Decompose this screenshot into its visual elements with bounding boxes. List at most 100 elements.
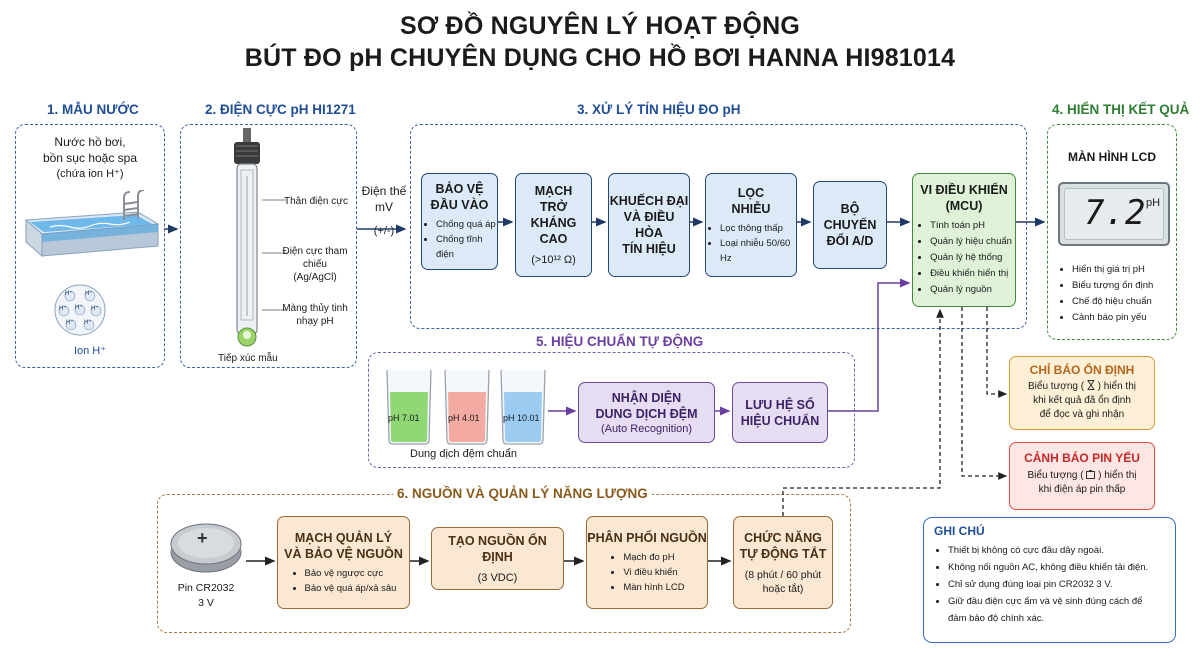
ion-glyphs: H⁺ H⁺ H⁺ H⁺ H⁺ H⁺ H⁺ <box>53 283 107 337</box>
high-impedance-title-2: TRỞ KHÁNG <box>530 200 577 230</box>
ion-glyph: H⁺ <box>65 291 73 297</box>
auto-off-block: CHỨC NĂNG TỰ ĐỘNG TẮT (8 phút / 60 phút … <box>733 516 833 609</box>
list-item: Bảo vệ ngược cực <box>305 566 397 581</box>
lcd-unit: pH <box>1146 197 1161 209</box>
label-reference-line-2: (Ag/AgCl) <box>293 272 337 283</box>
section-display <box>1047 124 1177 340</box>
list-item: Tính toán pH <box>930 218 1012 234</box>
mcu-title-2: (MCU) <box>945 199 983 213</box>
list-item: Chỉ sử dụng đúng loại pin CR2032 3 V. <box>948 576 1175 593</box>
label-reference-electrode: Điện cực tham chiếu (Ag/AgCl) <box>275 245 355 284</box>
section-title-water: 1. MẪU NƯỚC <box>47 102 139 117</box>
list-item: Mạch đo pH <box>623 550 684 565</box>
ion-glyph: H⁺ <box>59 306 67 312</box>
auto-off-detail-1: (8 phút / 60 phút <box>744 568 822 581</box>
title-line-2: BÚT ĐO pH CHUYÊN DỤNG CHO HỒ BƠI HANNA H… <box>244 44 956 72</box>
list-item: Cảnh báo pin yếu <box>1072 310 1153 326</box>
save-calibration-block: LƯU HỆ SỐ HIỆU CHUẨN <box>732 382 828 443</box>
voltage-regulator-value: (3 VDC) <box>477 571 518 584</box>
list-item: Quản lý hệ thống <box>930 250 1012 266</box>
mcu-title-1: VI ĐIỀU KHIỂN <box>920 183 1008 197</box>
auto-off-title-2: TỰ ĐỘNG TẮT <box>739 546 827 561</box>
low-battery-line-1a: Biểu tượng ( <box>1027 470 1084 481</box>
water-desc-line-1: Nước hồ bơi, <box>54 135 126 149</box>
battery-label-line-2: 3 V <box>198 597 214 609</box>
voltage-regulator-title: TẠO NGUỒN ỔN ĐỊNH <box>448 533 547 564</box>
power-management-list: Bảo vệ ngược cực Bảo vệ quá áp/xả sâu <box>291 566 397 596</box>
save-calibration-title-2: HIỆU CHUẨN <box>740 413 820 428</box>
power-management-title-2: VÀ BẢO VỆ NGUỒN <box>284 546 403 561</box>
list-item: Chống tĩnh điện <box>436 232 497 262</box>
signal-line-2: mV <box>375 200 393 214</box>
noise-filter-title-2: NHIỄU <box>731 201 771 216</box>
buffer-recognition-title-1: NHẬN DIỆN <box>611 390 682 405</box>
display-features-list: Hiển thị giá trị pH Biểu tượng ổn định C… <box>1058 262 1153 326</box>
list-item: Màn hình LCD <box>623 580 684 595</box>
mcu-block: VI ĐIỀU KHIỂN (MCU) Tính toán pH Quản lý… <box>912 173 1016 307</box>
list-item: Chế độ hiệu chuẩn <box>1072 294 1153 310</box>
section-title-power: 6. NGUỒN VÀ QUẢN LÝ NĂNG LƯỢNG <box>393 486 652 501</box>
buffer-recognition-title-2: DUNG DỊCH ĐỆM <box>595 406 698 421</box>
input-protection-title-1: BẢO VỆ <box>435 182 484 196</box>
list-item: Bảo vệ quá áp/xả sâu <box>305 581 397 596</box>
label-sample-contact: Tiếp xúc mẫu <box>218 353 278 364</box>
section-water-sample <box>15 124 165 368</box>
stability-indicator-box: CHỈ BÁO ỔN ĐỊNH Biểu tượng ( ) hiển thị … <box>1009 356 1155 430</box>
ion-glyph: H⁺ <box>84 320 92 326</box>
noise-filter-list: Lọc thông thấp Loại nhiễu 50/60 Hz <box>706 221 796 266</box>
list-item: Thiết bị không có cực đầu dây ngoài. <box>948 542 1175 559</box>
lcd-reading: 7.2 <box>1084 193 1146 233</box>
pool-illustration <box>24 190 160 258</box>
battery-label: Pin CR2032 3 V <box>168 581 244 611</box>
high-impedance-title-1: MẠCH <box>534 184 573 198</box>
high-impedance-block: MẠCH TRỞ KHÁNG CAO (>10¹² Ω) <box>515 173 592 277</box>
list-item: Quản lý nguồn <box>930 282 1012 298</box>
electrode-illustration <box>234 128 260 347</box>
lcd-screen: 7.2 pH <box>1058 182 1170 246</box>
list-item: Điều khiển hiển thị <box>930 266 1012 282</box>
signal-line-1: Điện thế <box>361 184 407 198</box>
ion-circle-icon <box>54 284 106 336</box>
beaker-label-ph4: pH 4.01 <box>448 413 480 423</box>
voltage-regulator-block: TẠO NGUỒN ỔN ĐỊNH (3 VDC) <box>431 527 564 590</box>
input-protection-block: BẢO VỆ ĐẦU VÀO Chống quá áp Chống tĩnh đ… <box>421 173 498 270</box>
list-item: Lọc thông thấp <box>720 221 796 236</box>
beaker-label-ph10: pH 10.01 <box>503 413 540 423</box>
list-item: Chống quá áp <box>436 217 497 232</box>
high-impedance-value: (>10¹² Ω) <box>531 254 576 266</box>
amplifier-title-1: KHUẾCH ĐẠI <box>609 194 689 208</box>
low-battery-title: CẢNH BÁO PIN YẾU <box>1024 451 1140 465</box>
noise-filter-block: LỌC NHIỄU Lọc thông thấp Loại nhiễu 50/6… <box>705 173 797 277</box>
hourglass-icon <box>1087 380 1095 390</box>
low-battery-box: CẢNH BÁO PIN YẾU Biểu tượng ( ) hiển thị… <box>1009 442 1155 510</box>
ion-glyph: H⁺ <box>75 305 83 311</box>
low-battery-line-2: khi điện áp pin thấp <box>1038 484 1126 495</box>
auto-off-title-1: CHỨC NĂNG <box>744 530 822 545</box>
stability-line-3: để đọc và ghi nhận <box>1039 409 1125 420</box>
stability-title: CHỈ BÁO ỔN ĐỊNH <box>1029 363 1135 377</box>
high-impedance-title-3: CAO <box>539 232 568 246</box>
battery-plus-symbol: + <box>197 528 208 548</box>
notes-box: GHI CHÚ Thiết bị không có cực đầu dây ng… <box>923 517 1176 643</box>
label-reference-line-1: Điện cực tham chiếu <box>282 246 348 270</box>
stability-line-1: Biểu tượng ( ) hiển thị <box>1010 380 1154 394</box>
stability-line-1b: ) hiển thị <box>1097 381 1136 392</box>
buffer-recognition-sub: (Auto Recognition) <box>600 422 693 435</box>
lcd-heading: MÀN HÌNH LCD <box>1068 150 1156 164</box>
list-item: Không nối nguồn AC, không điều khiển tải… <box>948 559 1175 576</box>
list-item: Vi điều khiển <box>623 565 684 580</box>
power-distribution-block: PHÂN PHỐI NGUỒN Mạch đo pH Vi điều khiển… <box>586 516 708 609</box>
power-distribution-list: Mạch đo pH Vi điều khiển Màn hình LCD <box>609 550 684 595</box>
section-title-calibration: 5. HIỆU CHUẨN TỰ ĐỘNG <box>532 334 708 349</box>
signal-label: Điện thế mV (+/-) <box>356 183 412 239</box>
list-item: Loại nhiễu 50/60 Hz <box>720 236 796 266</box>
section-title-display: 4. HIỂN THỊ KẾT QUẢ <box>1052 102 1190 117</box>
ion-glyph: H⁺ <box>91 306 99 312</box>
amplifier-title-2: VÀ ĐIỀU HÒA <box>623 210 675 240</box>
amplifier-block: KHUẾCH ĐẠI VÀ ĐIỀU HÒA TÍN HIỆU <box>608 173 690 277</box>
auto-off-detail-2: hoặc tắt) <box>762 582 804 595</box>
notes-list: Thiết bị không có cực đầu dây ngoài. Khô… <box>924 542 1175 627</box>
list-item: Quản lý hiệu chuẩn <box>930 234 1012 250</box>
buffer-recognition-block: NHẬN DIỆN DUNG DỊCH ĐỆM (Auto Recognitio… <box>578 382 715 443</box>
